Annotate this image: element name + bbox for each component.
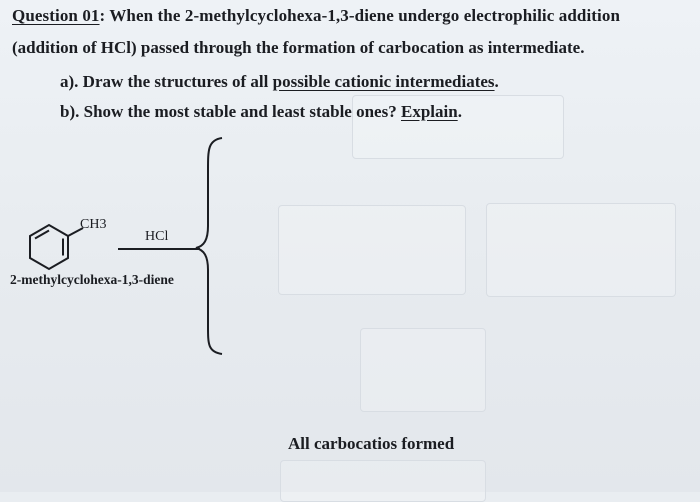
answer-box bbox=[360, 328, 486, 412]
part-a-suffix: . bbox=[494, 72, 499, 91]
answer-box bbox=[280, 460, 486, 502]
footer-caption: All carbocatios formed bbox=[288, 434, 455, 453]
answer-box bbox=[352, 95, 564, 159]
part-a-emphasis: possible cationic intermediates bbox=[272, 72, 495, 91]
methyl-substituent-label: CH3 bbox=[80, 217, 106, 233]
part-b-prefix: b). Show the most stable and least stabl… bbox=[60, 102, 401, 121]
part-b-emphasis: Explain bbox=[400, 102, 458, 121]
question-label: Question 01 bbox=[12, 6, 100, 25]
part-a-prefix: a). Draw the structures of all bbox=[60, 72, 273, 91]
answer-box bbox=[486, 203, 676, 297]
molecule-name: 2-methylcyclohexa-1,3-diene bbox=[10, 272, 174, 287]
part-b-suffix: . bbox=[457, 102, 462, 121]
curly-brace bbox=[195, 137, 223, 355]
part-a: a). Draw the structures of all possible … bbox=[60, 72, 499, 92]
answer-box bbox=[278, 205, 466, 295]
question-text-line-2: (addition of HCl) passed through the for… bbox=[12, 38, 585, 57]
molecule-structure-drawing bbox=[29, 223, 84, 271]
reagent-label: HCl bbox=[145, 229, 169, 244]
question-heading: Question 01: When the 2-methylcyclohexa-… bbox=[12, 6, 620, 26]
question-text-line-1: : When the 2-methylcyclohexa-1,3-diene u… bbox=[99, 6, 621, 25]
reaction-arrow-line bbox=[118, 248, 200, 250]
methyl-substituent-text: CH3 bbox=[80, 217, 107, 232]
part-b: b). Show the most stable and least stabl… bbox=[60, 102, 462, 122]
